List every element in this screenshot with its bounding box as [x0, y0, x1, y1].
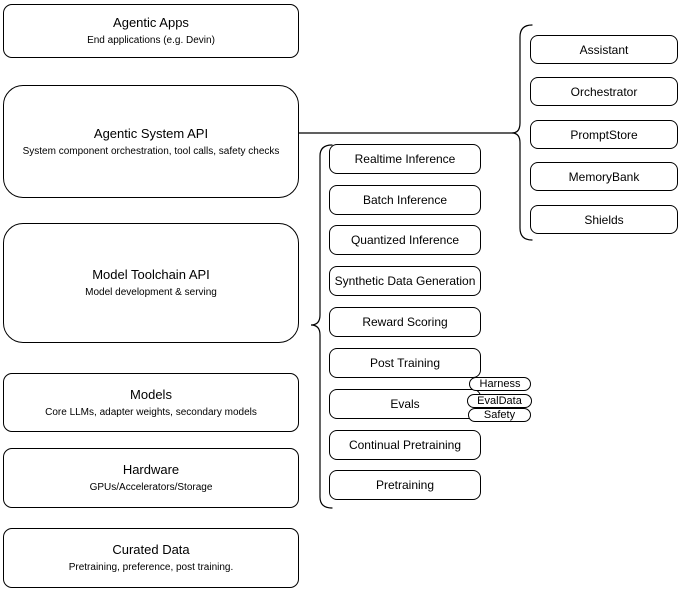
node-batch-inference: Batch Inference — [329, 185, 481, 215]
node-evals: Evals — [329, 389, 481, 419]
node-label: Shields — [584, 212, 624, 227]
node-label: Reward Scoring — [362, 315, 448, 329]
node-assistant: Assistant — [530, 35, 678, 64]
node-label: Continual Pretraining — [348, 438, 462, 452]
node-post-training: Post Training — [329, 348, 481, 378]
badge-safety: Safety — [468, 408, 531, 422]
node-subtitle: GPUs/Accelerators/Storage — [89, 482, 213, 493]
node-label: MemoryBank — [568, 169, 640, 184]
system-components-brace — [511, 24, 533, 241]
badge-label: Harness — [479, 378, 521, 390]
node-agentic-apps: Agentic Apps End applications (e.g. Devi… — [3, 4, 299, 58]
node-title: Curated Data — [112, 542, 190, 557]
node-label: PromptStore — [570, 127, 638, 142]
node-subtitle: Core LLMs, adapter weights, secondary mo… — [45, 406, 257, 418]
node-shields: Shields — [530, 205, 678, 234]
node-label: Assistant — [579, 42, 629, 57]
node-orchestrator: Orchestrator — [530, 77, 678, 106]
node-label: Synthetic Data Generation — [334, 274, 476, 288]
badge-evaldata: EvalData — [467, 394, 532, 408]
node-title: Agentic System API — [93, 125, 209, 141]
node-label: Evals — [390, 397, 420, 411]
node-subtitle: End applications (e.g. Devin) — [87, 35, 215, 46]
node-pretraining: Pretraining — [329, 470, 481, 500]
node-label: Pretraining — [375, 478, 435, 492]
badge-harness: Harness — [469, 377, 531, 391]
node-label: Realtime Inference — [354, 152, 456, 166]
node-reward-scoring: Reward Scoring — [329, 307, 481, 337]
node-label: Post Training — [369, 356, 441, 370]
node-subtitle: Pretraining, preference, post training. — [68, 562, 234, 573]
node-curated-data: Curated Data Pretraining, preference, po… — [3, 528, 299, 588]
node-memorybank: MemoryBank — [530, 162, 678, 191]
node-label: Quantized Inference — [350, 233, 460, 247]
node-subtitle: System component orchestration, tool cal… — [22, 145, 280, 157]
node-subtitle: Model development & serving — [85, 287, 217, 298]
node-label: Orchestrator — [570, 84, 638, 99]
node-title: Hardware — [122, 462, 180, 477]
node-quantized-inference: Quantized Inference — [329, 225, 481, 255]
node-promptstore: PromptStore — [530, 120, 678, 149]
badge-label: EvalData — [477, 395, 522, 407]
node-agentic-system-api: Agentic System API System component orch… — [3, 85, 299, 198]
node-realtime-inference: Realtime Inference — [329, 144, 481, 174]
node-label: Batch Inference — [362, 193, 448, 207]
badge-label: Safety — [483, 409, 516, 421]
node-title: Models — [130, 386, 172, 402]
node-title: Agentic Apps — [113, 15, 189, 30]
node-hardware: Hardware GPUs/Accelerators/Storage — [3, 448, 299, 508]
node-continual-pretraining: Continual Pretraining — [329, 430, 481, 460]
node-title: Model Toolchain API — [92, 267, 210, 282]
node-synthetic-data-generation: Synthetic Data Generation — [329, 266, 481, 296]
node-models: Models Core LLMs, adapter weights, secon… — [3, 373, 299, 432]
node-model-toolchain-api: Model Toolchain API Model development & … — [3, 223, 299, 343]
